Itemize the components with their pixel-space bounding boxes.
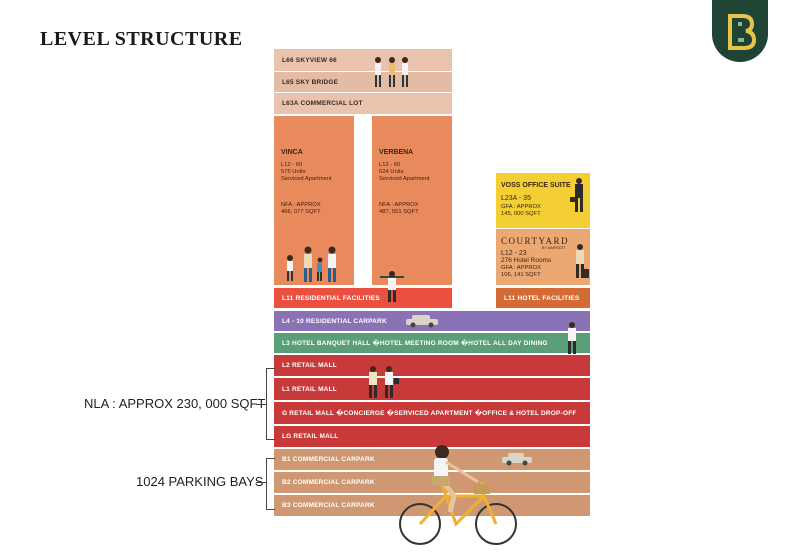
l11-residential-label: L11 RESIDENTIAL FACILITIES [282, 294, 380, 302]
brand-logo-icon [728, 14, 757, 50]
car-icon [406, 315, 438, 328]
voss-name: VOSS OFFICE SUITE [501, 182, 571, 189]
parking-bracket-tick [256, 482, 266, 483]
voss-gfa-value: 145, 000 SQFT [501, 211, 541, 217]
verbena-tower: VERBENA L12 - 60 624 Units Serviced Apar… [372, 116, 452, 285]
level-l63a-band: L63A COMMERCIAL LOT [274, 92, 452, 114]
verbena-nfa-label: NFA : APPROX [379, 202, 419, 208]
shoppers-illustration [369, 366, 399, 398]
courtyard-rooms: 276 Hotel Rooms [501, 257, 552, 264]
l11-hotel-band: L11 HOTEL FACILITIES [496, 288, 590, 308]
l11-hotel-label: L11 HOTEL FACILITIES [504, 294, 580, 302]
vinca-tower: VINCA L12 - 60 575 Units Serviced Apartm… [274, 116, 354, 285]
vinca-nfa-label: NFA : APPROX [281, 202, 321, 208]
g-retail-label: G RETAIL MALL �CONCIERGE �SERVICED APART… [282, 410, 577, 417]
vinca-nfa-value: 466, 077 SQFT [281, 209, 321, 215]
lg-retail-band: LG RETAIL MALL [274, 426, 590, 447]
level-l66-band: L66 SKYVIEW 66 [274, 49, 452, 71]
brand-logo [712, 0, 768, 62]
nla-bracket [266, 368, 275, 440]
b1-carpark-label: B1 COMMERCIAL CARPARK [282, 456, 375, 463]
verbena-units: 624 Units [379, 169, 404, 175]
l3-hotel-band: L3 HOTEL BANQUET HALL �HOTEL MEETING ROO… [274, 333, 590, 353]
parking-label: 1024 PARKING BAYS [136, 474, 264, 489]
l2-retail-band: L2 RETAIL MALL [274, 355, 590, 376]
nla-label: NLA : APPROX 230, 000 SQFT [84, 396, 266, 411]
businessman-illustration [570, 178, 583, 212]
nla-bracket-tick [256, 404, 266, 405]
lg-retail-label: LG RETAIL MALL [282, 433, 339, 440]
voss-gfa-label: GFA : APPROX [501, 204, 541, 210]
l1-retail-band: L1 RETAIL MALL [274, 378, 590, 400]
l2-retail-label: L2 RETAIL MALL [282, 362, 337, 369]
b2-carpark-label: B2 COMMERCIAL CARPARK [282, 479, 375, 486]
level-l65-label: L65 SKY BRIDGE [282, 78, 339, 86]
voss-office-block: VOSS OFFICE SUITE L23A - 35 GFA : APPROX… [496, 173, 590, 228]
vinca-type: Serviced Apartment [281, 176, 332, 182]
courtyard-gfa-value: 106, 141 SQFT [501, 272, 541, 278]
l3-hotel-label: L3 HOTEL BANQUET HALL �HOTEL MEETING ROO… [282, 340, 548, 347]
courtyard-brand-sub: BY MARRIOTT [542, 246, 566, 250]
page-title: LEVEL STRUCTURE [40, 28, 243, 50]
verbena-type: Serviced Apartment [379, 176, 430, 182]
level-l63a-label: L63A COMMERCIAL LOT [282, 100, 363, 107]
g-retail-band: G RETAIL MALL �CONCIERGE �SERVICED APART… [274, 402, 590, 424]
waiter-illustration [568, 322, 576, 354]
l1-retail-label: L1 RETAIL MALL [282, 385, 337, 393]
verbena-name: VERBENA [379, 149, 414, 156]
cyclist-illustration [399, 445, 517, 545]
level-l65-band: L65 SKY BRIDGE [274, 71, 452, 92]
people-illustration-top [375, 57, 408, 87]
vinca-levels: L12 - 60 [281, 162, 303, 168]
b3-carpark-label: B3 COMMERCIAL CARPARK [282, 502, 375, 509]
vinca-name: VINCA [281, 149, 303, 156]
car-icon-basement [502, 453, 532, 466]
fitness-illustration [380, 271, 404, 302]
courtyard-hotel-block: COURTYARD BY MARRIOTT L12 - 23 276 Hotel… [496, 229, 590, 285]
traveller-illustration [576, 244, 589, 278]
family-illustration [287, 246, 336, 282]
voss-levels: L23A - 35 [501, 195, 531, 202]
verbena-levels: L12 - 60 [379, 162, 401, 168]
l11-residential-band: L11 RESIDENTIAL FACILITIES [274, 288, 452, 308]
parking-bracket [266, 458, 275, 510]
vinca-units: 575 Units [281, 169, 306, 175]
verbena-nfa-value: 487, 551 SQFT [379, 209, 419, 215]
courtyard-levels: L12 - 23 [501, 250, 527, 257]
courtyard-gfa-label: GFA : APPROX [501, 265, 541, 271]
level-l66-label: L66 SKYVIEW 66 [282, 56, 337, 64]
courtyard-brand: COURTYARD [501, 236, 569, 246]
l4-10-carpark-label: L4 - 10 RESIDENTIAL CARPARK [282, 317, 387, 325]
